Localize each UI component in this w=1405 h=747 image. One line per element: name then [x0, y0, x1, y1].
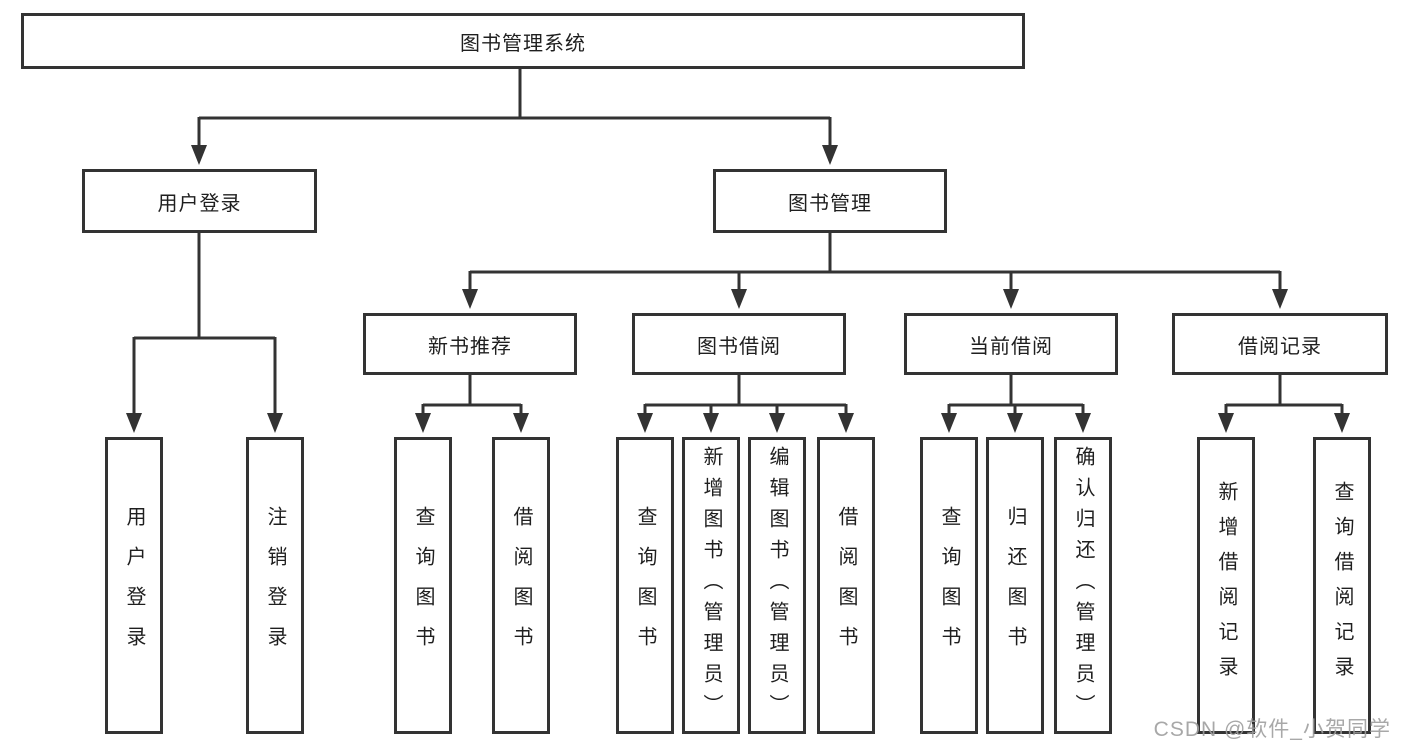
current-borrow-label: 当前借阅 [969, 335, 1053, 358]
borrow-edit-book-admin-label: 编辑图书（管理员） [766, 446, 788, 725]
watermark: CSDN @软件_小贺同学 [1153, 718, 1391, 741]
records-query-record-node: 查询借阅记录 [1313, 437, 1371, 734]
borrow-query-book-node: 查询图书 [616, 437, 674, 734]
user-login-group-node: 用户登录 [82, 169, 317, 233]
root-node-label: 图书管理系统 [460, 32, 586, 55]
recommend-borrow-book-label: 借阅图书 [510, 505, 532, 666]
current-query-book-label: 查询图书 [938, 505, 960, 666]
records-add-record-label: 新增借阅记录 [1215, 480, 1237, 691]
borrow-add-book-admin-node: 新增图书（管理员） [682, 437, 740, 734]
book-management-label: 图书管理 [788, 192, 872, 215]
root-node: 图书管理系统 [21, 13, 1025, 69]
borrow-borrow-book-label: 借阅图书 [835, 505, 857, 666]
borrow-add-book-admin-label: 新增图书（管理员） [700, 446, 722, 725]
current-query-book-node: 查询图书 [920, 437, 978, 734]
logout-leaf-node: 注销登录 [246, 437, 304, 734]
new-book-recommend-label: 新书推荐 [428, 335, 512, 358]
borrow-edit-book-admin-node: 编辑图书（管理员） [748, 437, 806, 734]
records-query-record-label: 查询借阅记录 [1331, 480, 1353, 691]
current-return-book-node: 归还图书 [986, 437, 1044, 734]
records-add-record-node: 新增借阅记录 [1197, 437, 1255, 734]
current-confirm-return-admin-label: 确认归还（管理员） [1072, 446, 1094, 725]
logout-leaf-label: 注销登录 [264, 505, 286, 666]
book-borrow-node: 图书借阅 [632, 313, 846, 375]
recommend-borrow-book-node: 借阅图书 [492, 437, 550, 734]
recommend-query-book-node: 查询图书 [394, 437, 452, 734]
book-borrow-label: 图书借阅 [697, 335, 781, 358]
borrow-borrow-book-node: 借阅图书 [817, 437, 875, 734]
current-confirm-return-admin-node: 确认归还（管理员） [1054, 437, 1112, 734]
current-return-book-label: 归还图书 [1004, 505, 1026, 666]
borrow-records-node: 借阅记录 [1172, 313, 1388, 375]
user-login-leaf-node: 用户登录 [105, 437, 163, 734]
user-login-group-label: 用户登录 [157, 192, 242, 215]
borrow-records-label: 借阅记录 [1238, 335, 1322, 358]
recommend-query-book-label: 查询图书 [412, 505, 434, 666]
borrow-query-book-label: 查询图书 [634, 505, 656, 666]
book-management-node: 图书管理 [713, 169, 947, 233]
current-borrow-node: 当前借阅 [904, 313, 1118, 375]
new-book-recommend-node: 新书推荐 [363, 313, 577, 375]
user-login-leaf-label: 用户登录 [123, 505, 145, 666]
